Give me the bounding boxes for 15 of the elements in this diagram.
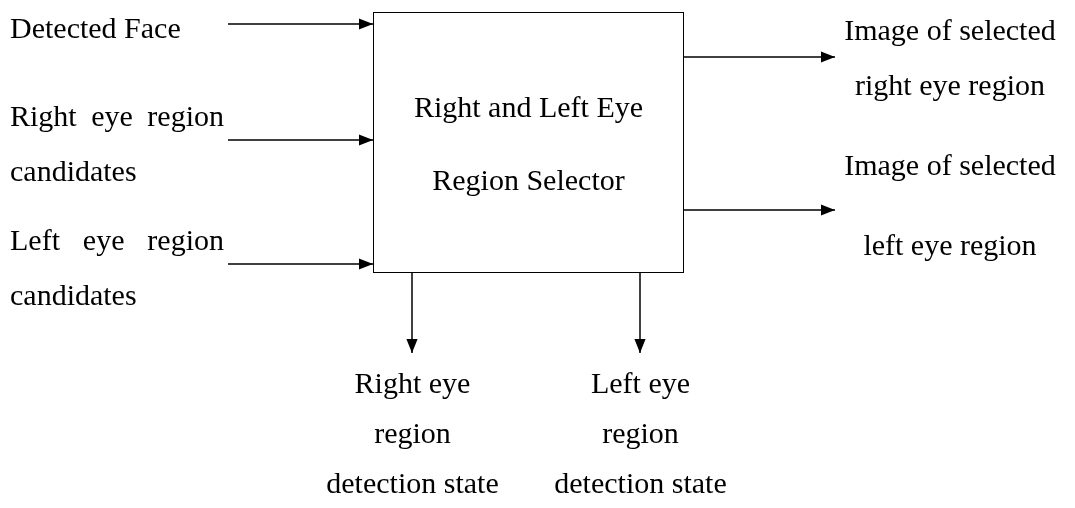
arrow [683,204,836,216]
arrow [634,272,646,354]
output-label: Image of selected left eye region [835,125,1065,285]
output-label: Left eye region detection state [552,358,729,508]
arrow [227,134,374,146]
arrow [227,258,374,270]
process-box: Right and Left Eye Region Selector [373,12,684,273]
arrow [227,18,374,30]
input-label: Right eye region candidates [10,88,224,198]
input-label: Left eye region candidates [10,212,224,322]
output-label: Image of selected right eye region [835,2,1065,112]
output-label: Right eye region detection state [324,358,501,508]
input-label: Detected Face [10,8,224,48]
arrow [683,51,836,63]
arrow [406,272,418,354]
